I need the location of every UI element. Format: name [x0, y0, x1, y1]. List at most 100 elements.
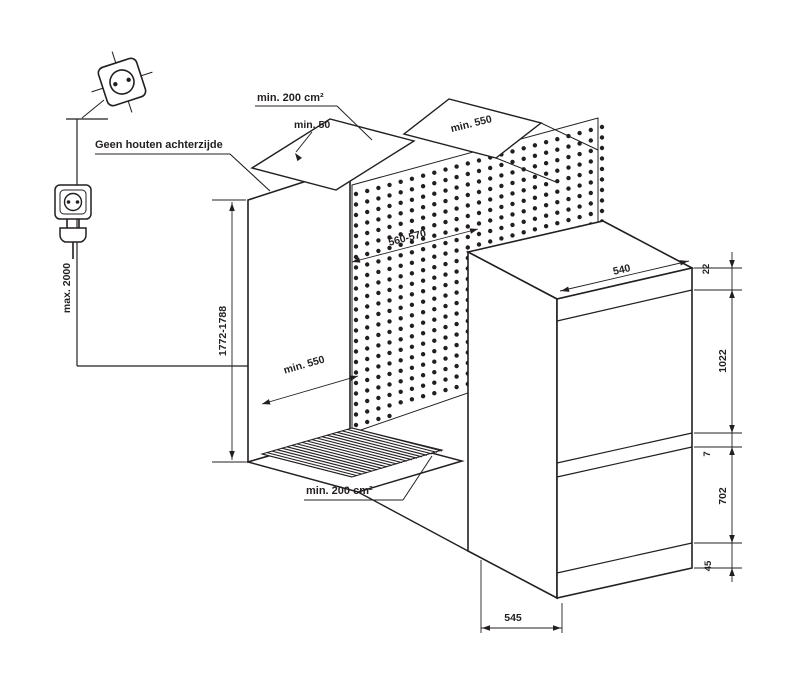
perforation-dot: [476, 221, 482, 226]
perforation-dot: [432, 286, 437, 291]
perforation-dot: [420, 268, 426, 273]
perforation-dot: [454, 216, 459, 222]
perforation-dot: [398, 347, 403, 352]
perforation-dot: [398, 400, 403, 405]
appliance-dimensions: [480, 252, 742, 633]
perforation-dot: [376, 206, 381, 212]
perforation-dot: [398, 305, 403, 310]
grille-hatching: [261, 427, 443, 478]
perforation-dot: [432, 181, 437, 186]
perforation-dot: [476, 189, 482, 195]
perforation-dot: [365, 220, 370, 225]
perforation-dot: [543, 171, 549, 176]
perforation-dot: [353, 223, 359, 228]
bottom-vent-leader: [402, 455, 433, 501]
perforation-dot: [599, 208, 605, 214]
perforation-dot: [443, 188, 448, 193]
perforation-dot: [588, 148, 593, 154]
perforation-dot: [521, 209, 526, 214]
perforation-dot: [409, 218, 415, 224]
perforation-dot: [376, 416, 381, 422]
perforation-dot: [510, 180, 515, 186]
perforation-dot: [398, 316, 403, 321]
perforation-dot: [376, 343, 381, 348]
perforation-dot: [599, 135, 605, 140]
perforation-dot: [398, 358, 403, 363]
perforation-dot: [465, 224, 470, 229]
perforation-dot: [432, 380, 437, 385]
perforation-dot: [454, 279, 459, 285]
arrowhead: [561, 286, 570, 292]
duct-connector: [495, 157, 557, 183]
perforation-dot: [420, 310, 426, 315]
perforation-dot: [510, 159, 515, 165]
perforation-dot: [365, 325, 370, 330]
perforation-dot: [488, 186, 493, 192]
grille-hatch-line: [326, 434, 418, 459]
perforation-dot: [365, 304, 370, 309]
perforation-dot: [443, 177, 448, 183]
appliance-width-dimension: [559, 260, 690, 292]
perforation-dot: [409, 239, 415, 245]
top-clearance-arrow: [295, 131, 313, 153]
perforation-dot: [543, 182, 549, 187]
perforation-dot: [555, 210, 560, 215]
perforation-dot: [454, 269, 459, 274]
perforation-dot: [443, 377, 448, 382]
perforation-dot: [510, 201, 515, 207]
perforation-dot: [532, 195, 538, 201]
arrowhead: [229, 203, 235, 211]
perforation-dot: [510, 170, 515, 175]
grille-hatch-line: [291, 444, 383, 469]
perforation-dot: [488, 176, 493, 181]
perforation-dot: [465, 245, 470, 250]
arrowhead: [262, 399, 271, 405]
perforation-dot: [588, 211, 593, 217]
perforation-dot: [488, 218, 493, 223]
perforation-dot: [387, 245, 392, 251]
perforation-dot: [409, 355, 415, 360]
top-vent-area-label: min. 200 cm²: [257, 92, 324, 104]
perforation-dot: [365, 356, 370, 362]
perforation-dot: [376, 290, 381, 296]
perforation-dot: [588, 127, 593, 133]
perforation-dot: [465, 192, 470, 198]
perforation-dot: [432, 307, 437, 312]
perforation-dot: [353, 275, 359, 281]
perforation-dot: [365, 199, 370, 204]
perforation-dot: [443, 251, 448, 256]
appliance-depth-label: 545: [504, 612, 522, 624]
perforation-dot: [376, 196, 381, 201]
perforation-dot: [476, 158, 482, 163]
perforation-dot: [555, 168, 560, 173]
perforation-dot: [432, 244, 437, 249]
perforation-dot: [365, 293, 370, 299]
perforation-dot: [543, 224, 549, 229]
perforation-dot: [376, 259, 381, 264]
perforation-dot: [365, 230, 370, 236]
appliance-top-gap-label: 22: [701, 264, 712, 275]
perforation-dot: [409, 376, 415, 381]
perforation-dot: [454, 206, 459, 211]
perforation-dot: [443, 219, 448, 225]
perforation-dot: [566, 165, 571, 170]
appliance-width-label: 540: [612, 262, 632, 278]
perforation-dot: [577, 183, 582, 188]
perforation-dot: [566, 144, 571, 149]
perforation-dot: [577, 141, 582, 146]
perforation-dot: [432, 328, 437, 333]
perforation-dot: [521, 230, 526, 235]
outlet-hole: [75, 200, 80, 204]
perforation-dot: [420, 184, 426, 189]
perforation-dot: [443, 335, 448, 340]
perforation-dot: [353, 307, 359, 312]
perforation-dot: [420, 257, 426, 262]
perforation-dot: [432, 317, 437, 322]
top-vent-assembly: [250, 98, 599, 191]
perforation-dot: [365, 251, 370, 257]
perforation-dot: [465, 171, 470, 177]
section-gap-label: 7: [702, 451, 713, 456]
perforation-dot: [476, 210, 482, 216]
perforation-dot: [376, 238, 381, 243]
perforation-dot: [443, 282, 448, 288]
